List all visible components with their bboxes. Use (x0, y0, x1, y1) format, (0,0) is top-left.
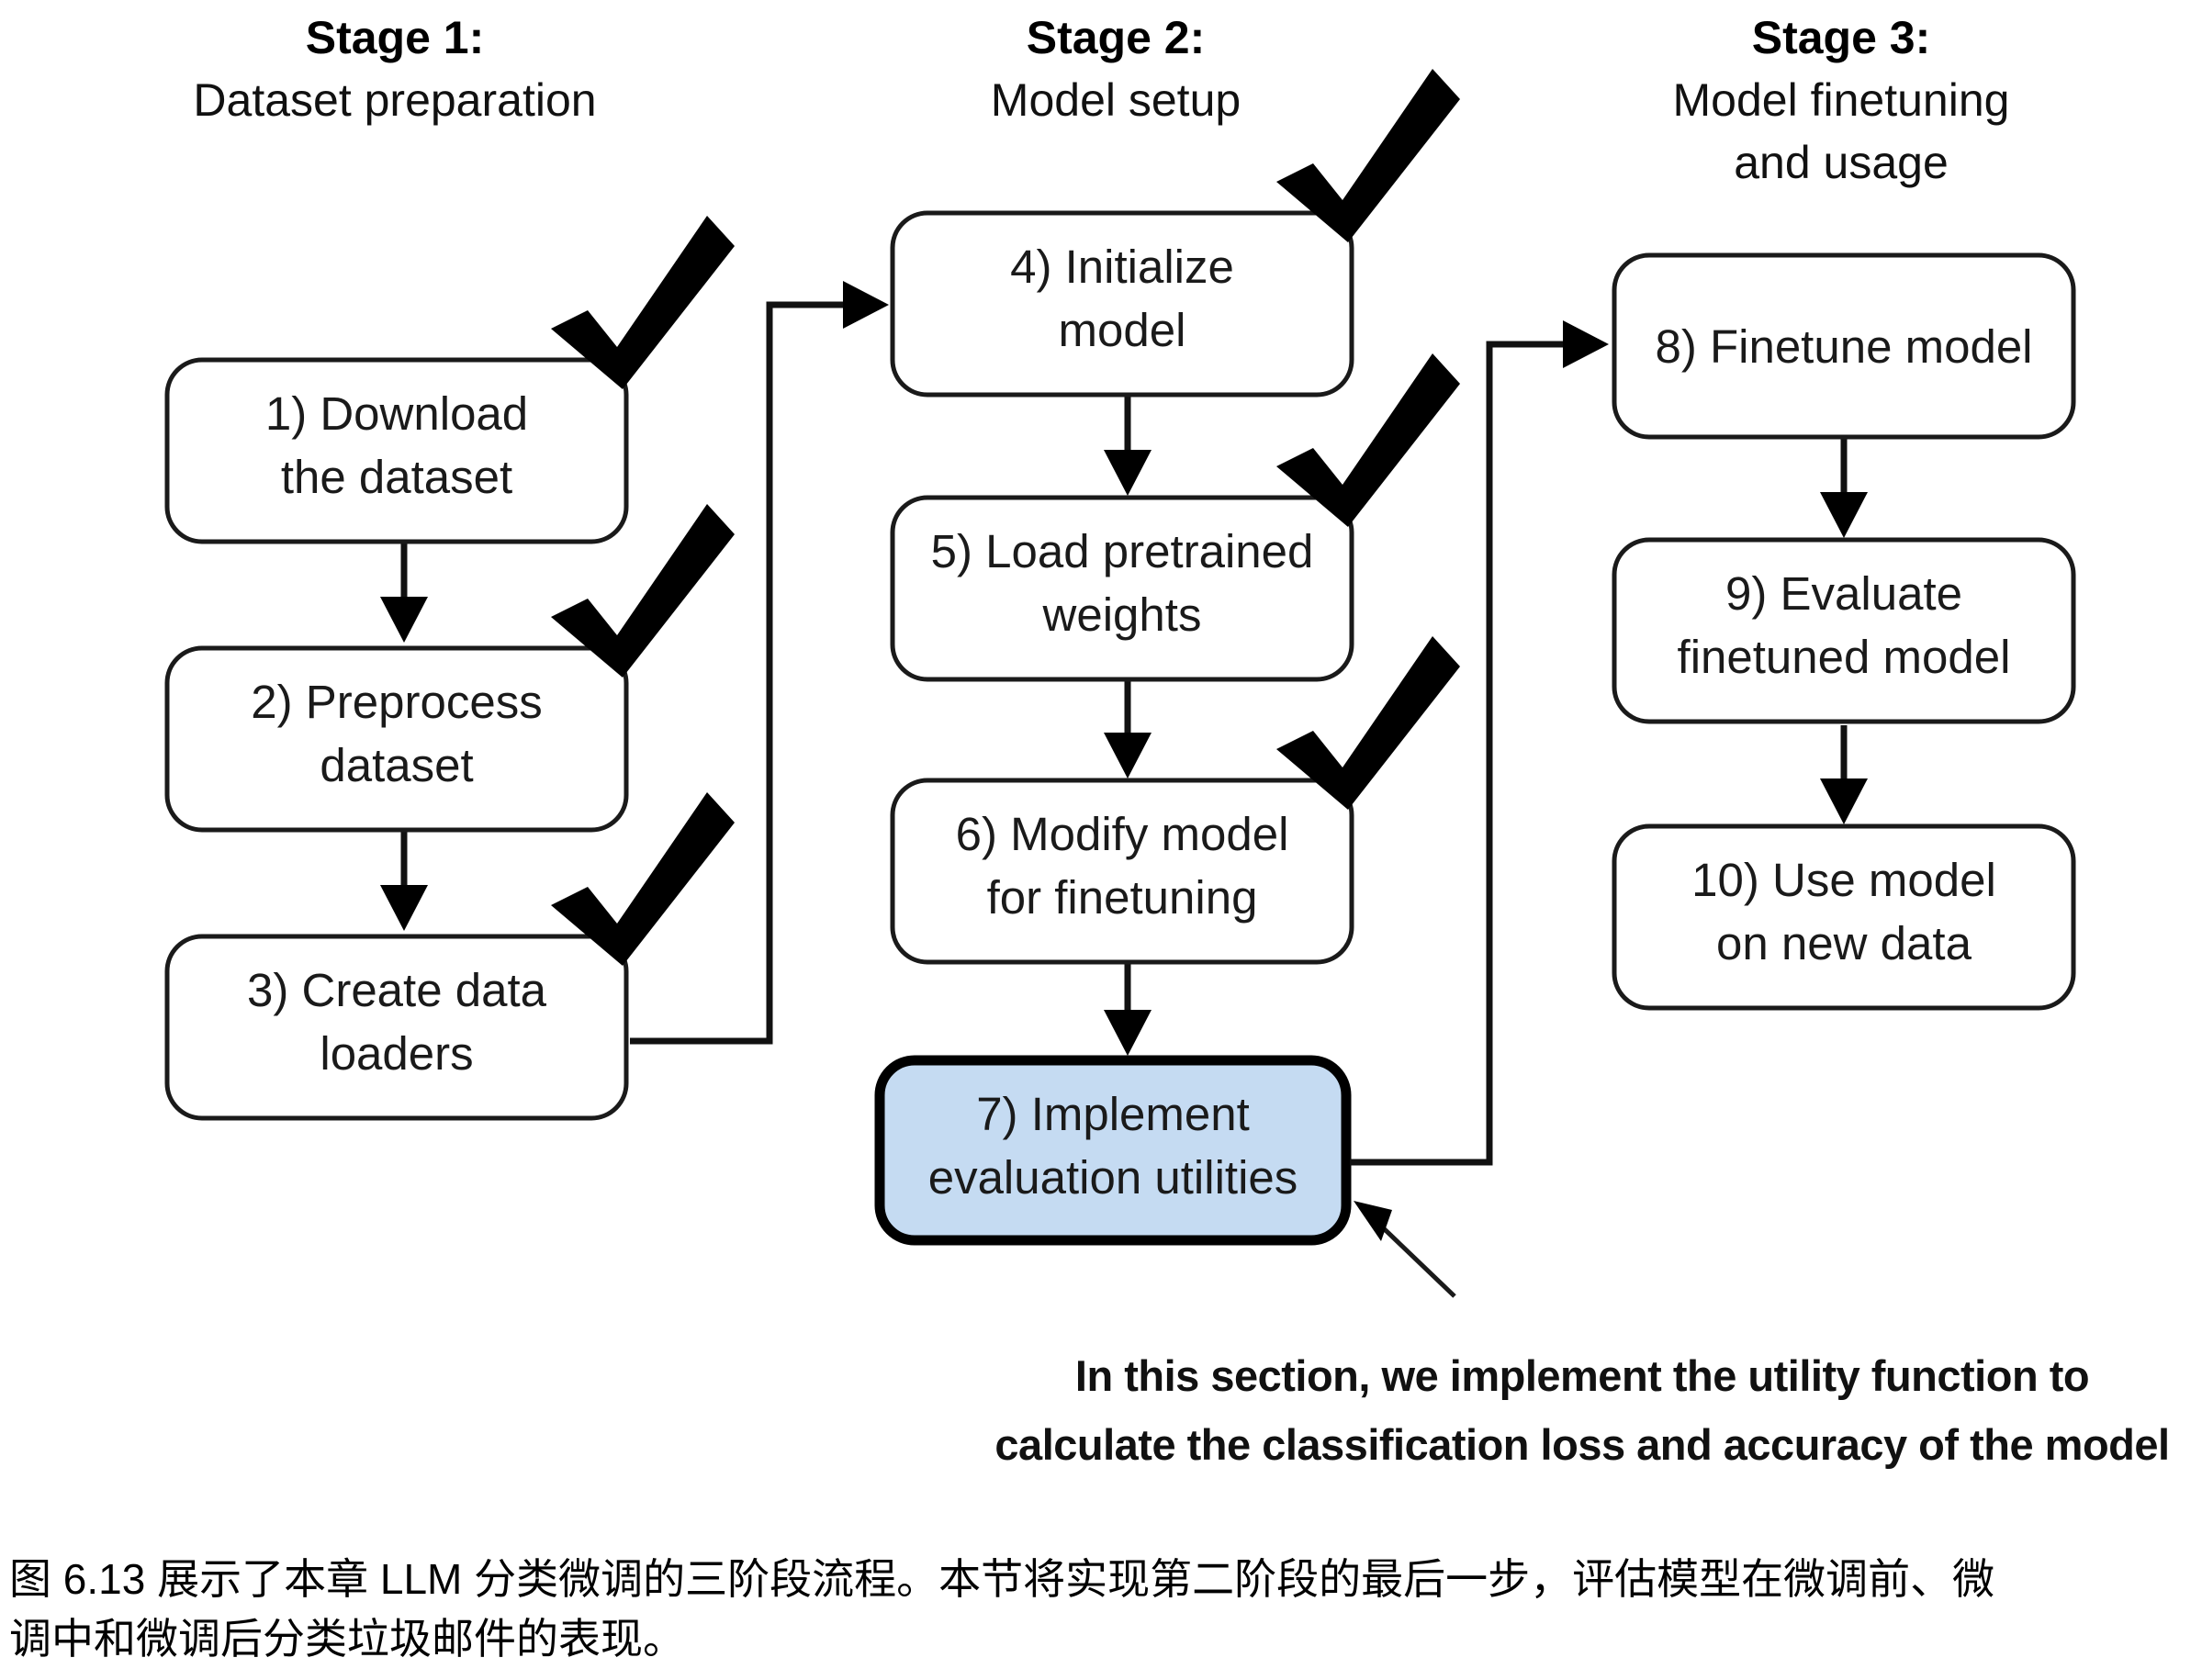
step-4-label-line2: model (1059, 304, 1186, 356)
step-10-node[interactable]: 10) Use model on new data (1612, 823, 2076, 1011)
annotation-pointer-arrow (1354, 1201, 1456, 1298)
connector-step3-to-step4 (630, 281, 889, 1045)
step-1-label-line2: the dataset (281, 451, 512, 503)
step-4-box[interactable] (890, 210, 1354, 398)
step-9-node[interactable]: 9) Evaluate finetuned model (1612, 537, 2076, 724)
check-icon-step-4 (1276, 69, 1460, 242)
step-9-label-line1: 9) Evaluate (1725, 567, 1962, 620)
stage-3-title-bold: Stage 3: (1752, 12, 1931, 63)
caption-line-1: 图 6.13 展示了本章 LLM 分类微调的三阶段流程。本节将实现第二阶段的最后… (9, 1555, 1995, 1603)
step-7-box[interactable] (874, 1055, 1352, 1246)
step-10-label-line2: on new data (1716, 917, 1972, 969)
step-2-label-line1: 2) Preprocess (251, 676, 542, 728)
step-6-node[interactable]: 6) Modify model for finetuning (890, 636, 1460, 965)
step-8-node[interactable]: 8) Finetune model (1612, 252, 2076, 440)
step-3-label-line2: loaders (320, 1027, 473, 1080)
connector-step1-to-step2 (380, 543, 428, 643)
step-5-box[interactable] (890, 495, 1354, 682)
stage-3-title-sub-line2: and usage (1734, 137, 1949, 188)
step-2-label-line2: dataset (320, 739, 473, 791)
stage-2-title-sub: Model setup (991, 74, 1241, 126)
connector-step8-to-step9 (1820, 439, 1868, 538)
check-icon-step-2 (551, 504, 735, 678)
connector-step9-to-step10 (1820, 725, 1868, 824)
step-5-node[interactable]: 5) Load pretrained weights (890, 353, 1460, 682)
step-5-label-line1: 5) Load pretrained (931, 525, 1314, 577)
step-2-node[interactable]: 2) Preprocess dataset (164, 504, 735, 833)
figure-caption: 图 6.13 展示了本章 LLM 分类微调的三阶段流程。本节将实现第二阶段的最后… (9, 1550, 2195, 1670)
step-8-box[interactable] (1612, 252, 2076, 440)
step-9-label-line2: finetuned model (1678, 631, 2011, 683)
check-icon-step-3 (551, 792, 735, 966)
stage-2-title-bold: Stage 2: (1027, 12, 1206, 63)
check-icon-step-6 (1276, 636, 1460, 810)
stage-1-title-bold: Stage 1: (306, 12, 485, 63)
stage-3-title-sub-line1: Model finetuning (1673, 74, 2010, 126)
step-6-label-line2: for finetuning (987, 871, 1258, 924)
check-icon-step-5 (1276, 353, 1460, 527)
step-6-box[interactable] (890, 778, 1354, 965)
step-4-node[interactable]: 4) Initialize model (890, 69, 1460, 398)
step-3-box[interactable] (164, 934, 629, 1121)
stage-1-title-sub: Dataset preparation (193, 74, 596, 126)
connector-step5-to-step6 (1104, 679, 1152, 778)
caption-line-2: 调中和微调后分类垃圾邮件的表现。 (9, 1615, 685, 1663)
step-2-box[interactable] (164, 645, 629, 833)
check-icon-step-1 (551, 216, 735, 389)
step-1-node[interactable]: 1) Download the dataset (164, 216, 735, 544)
step-7-node[interactable]: 7) Implement evaluation utilities (874, 1055, 1352, 1246)
step-3-node[interactable]: 3) Create data loaders (164, 792, 735, 1121)
step-10-box[interactable] (1612, 823, 2076, 1011)
step-10-label-line1: 10) Use model (1691, 854, 1996, 906)
connector-step6-to-step7 (1104, 962, 1152, 1056)
step-6-label-line1: 6) Modify model (956, 808, 1289, 860)
step-1-label-line1: 1) Download (265, 387, 528, 440)
connector-step7-to-step8 (1350, 320, 1609, 1166)
step-8-label-line1: 8) Finetune model (1655, 320, 2032, 373)
step-7-label-line1: 7) Implement (976, 1088, 1250, 1140)
annotation-line-2: calculate the classification loss and ac… (994, 1420, 2169, 1469)
step-7-label-line2: evaluation utilities (928, 1151, 1298, 1204)
annotation-line-1: In this section, we implement the utilit… (1075, 1351, 2089, 1400)
step-1-box[interactable] (164, 357, 629, 544)
step-3-label-line1: 3) Create data (247, 964, 547, 1016)
step-9-box[interactable] (1612, 537, 2076, 724)
connector-step2-to-step3 (380, 832, 428, 931)
step-4-label-line1: 4) Initialize (1010, 241, 1234, 293)
connector-step4-to-step5 (1104, 397, 1152, 496)
step-5-label-line2: weights (1042, 588, 1202, 641)
